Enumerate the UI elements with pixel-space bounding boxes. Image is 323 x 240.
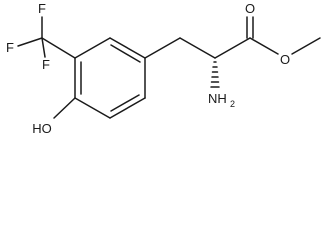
ring-to-oh-bond <box>53 97 76 119</box>
ring-double-bond-1 <box>110 44 141 63</box>
chemical-structure: F F F HO O O NH 2 <box>6 1 321 136</box>
ester-oxygen-label: O <box>280 52 290 67</box>
side-chain: O O <box>144 1 321 67</box>
hydroxyl-group: HO <box>32 97 76 136</box>
trifluoromethyl-group: F F F <box>6 1 76 72</box>
stereo-hash-wedge <box>210 61 220 88</box>
ch2-to-alpha-bond <box>179 37 216 59</box>
fluorine-lower-label: F <box>42 57 50 72</box>
amine-subscript: 2 <box>230 99 235 109</box>
fluorine-left-label: F <box>6 40 14 55</box>
carbonyl-oxygen-label: O <box>245 1 255 16</box>
ring-to-ch2-bond <box>144 37 181 59</box>
hydroxyl-label: HO <box>32 121 52 136</box>
ring-bond-6 <box>74 37 111 59</box>
fluorine-top-label: F <box>38 1 46 16</box>
ester-o-to-methyl-bond <box>291 37 321 55</box>
alpha-to-carbonyl-bond <box>214 37 251 59</box>
ring-to-cf3-bond <box>41 37 76 59</box>
ring-double-bond-2 <box>110 94 140 112</box>
amine-label: NH <box>208 91 227 106</box>
benzene-ring <box>74 37 146 119</box>
ring-bond-3 <box>109 97 146 119</box>
ring-bond-4 <box>74 97 111 119</box>
ring-bond-1 <box>109 37 146 59</box>
cf-bond-lower <box>41 37 46 58</box>
cf-bond-left <box>17 37 43 47</box>
carbonyl-to-ester-o-bond <box>249 37 279 55</box>
amine-group: NH 2 <box>208 61 235 109</box>
